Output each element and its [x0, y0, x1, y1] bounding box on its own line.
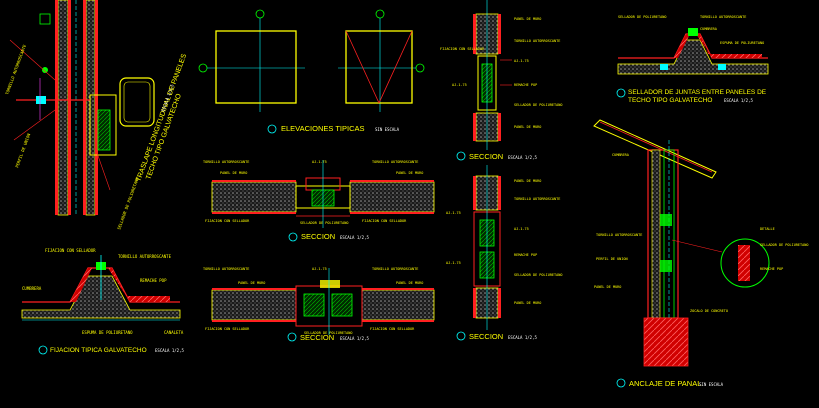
sellador-detail: SELLADOR DE POLIURETANO TORNILLO AUTORRO…	[616, 15, 769, 104]
anclaje-note-6: DETALLE	[760, 227, 775, 231]
elevaciones-detail: ELEVACIONES TIPICAS SIN ESCALA	[198, 9, 425, 134]
sellador-note-4: ESPUMA DE POLIURETANO	[720, 41, 764, 45]
anclaje-note-8: REMACHE POP	[760, 267, 783, 271]
seccion-4-note-3: AJ-1-75	[514, 227, 529, 231]
seccion-3-note-5: SELLADOR DE POLIURETANO	[514, 103, 562, 107]
anclaje-note-2: TORNILLO AUTORROSCANTE	[596, 233, 642, 237]
seccion-3-bubble	[456, 151, 466, 161]
anclaje-note-1: CUMBRERA	[612, 153, 630, 157]
seccion-1-note-5: PANEL DE MURO	[396, 171, 423, 175]
seccion-3-scale: ESCALA 1/2,5	[508, 155, 537, 160]
seccion-2-detail: TORNILLO AUTORROSCANTE AJ-1-75 TORNILLO …	[203, 267, 435, 342]
elevation-window-fixed	[215, 30, 297, 104]
seccion-1-note-8: FIJACION CON SELLADOR	[362, 219, 407, 223]
seccion-1-note-6: FIJACION CON SELLADOR	[205, 219, 250, 223]
seccion-4-note-7: AJ-1-75	[446, 211, 461, 215]
seccion-1-note-7: SELLADOR DE POLIURETANO	[300, 221, 348, 225]
elevaciones-title-bubble	[267, 124, 277, 134]
fijacion-note-3: REMACHE POP	[140, 278, 167, 283]
anclaje-note-4: PANEL DE MURO	[594, 285, 621, 289]
seccion-3-note-1: PANEL DE MURO	[514, 17, 541, 21]
seccion-4-note-1: PANEL DE MURO	[514, 179, 541, 183]
fijacion-detail: FIJACION CON SELLADOR TORNILLO AUTORROSC…	[21, 248, 184, 355]
seccion-4-scale: ESCALA 1/2,5	[508, 335, 537, 340]
seccion-2-note-1: TORNILLO AUTORROSCANTE	[203, 267, 249, 271]
fijacion-note-5: ESPUMA DE POLIURETANO	[82, 330, 133, 335]
seccion-3-detail: PANEL DE MURO TORNILLO AUTORROSCANTE AJ-…	[440, 0, 562, 161]
seccion-2-title: SECCION	[300, 333, 334, 342]
traslape-title-line1: TRASLAPE LONGITUDINAL DE PANELES	[135, 53, 188, 183]
anclaje-note-5: ZOCALO DE CONCRETO	[690, 309, 728, 313]
anclaje-scale: SIN ESCALA	[699, 382, 724, 387]
sellador-scale: ESCALA 1/2,5	[724, 98, 753, 103]
seccion-4-note-2: TORNILLO AUTORROSCANTE	[514, 197, 560, 201]
fijacion-note-6: CANALETA	[164, 330, 184, 335]
sellador-note-3: CUMBRERA	[700, 27, 718, 31]
sellador-title-line1: SELLADOR DE JUNTAS ENTRE PANELES DE	[628, 89, 767, 96]
seccion-2-note-4: PANEL DE MURO	[238, 281, 265, 285]
seccion-1-title: SECCION	[301, 232, 335, 241]
seccion-2-bubble	[287, 332, 297, 342]
seccion-4-note-6: PANEL DE MURO	[514, 301, 541, 305]
fijacion-note-2: TORNILLO AUTORROSCANTE	[118, 254, 172, 259]
seccion-3-title: SECCION	[469, 152, 503, 161]
seccion-1-scale: ESCALA 1/2,5	[340, 235, 369, 240]
fijacion-title-bubble	[38, 345, 48, 355]
seccion-4-note-4: REMACHE POP	[514, 253, 537, 257]
traslape-note-1: TORNILLO AUTORROSCANTE	[4, 43, 27, 95]
seccion-2-note-8: FIJACION CON SELLADOR	[370, 327, 415, 331]
elevation-window-opening	[345, 30, 413, 104]
seccion-4-note-8: AJ-1-75	[446, 261, 461, 265]
traslape-note-3: SELLADOR DE POLIURETANO	[116, 176, 140, 230]
seccion-1-note-1: TORNILLO AUTORROSCANTE	[203, 160, 249, 164]
fijacion-scale: ESCALA 1/2,5	[155, 348, 184, 353]
sellador-note-2: TORNILLO AUTORROSCANTE	[700, 15, 746, 19]
sellador-title-bubble	[616, 88, 626, 98]
seccion-3-note-4: REMACHE POP	[514, 83, 537, 87]
seccion-1-note-3: TORNILLO AUTORROSCANTE	[372, 160, 418, 164]
seccion-1-detail: TORNILLO AUTORROSCANTE AJ-1-75 TORNILLO …	[203, 160, 435, 242]
seccion-4-bubble	[456, 331, 466, 341]
anclaje-note-7: SELLADOR DE POLIURETANO	[760, 243, 808, 247]
sellador-title-line2: TECHO TIPO GALVATECHO	[628, 97, 712, 104]
seccion-4-detail: PANEL DE MURO TORNILLO AUTORROSCANTE AJ-…	[446, 165, 562, 341]
seccion-1-note-4: PANEL DE MURO	[220, 171, 247, 175]
anclaje-title: ANCLAJE DE PANAL	[629, 379, 701, 388]
seccion-3-note-8: AJ-1-75	[452, 83, 467, 87]
seccion-1-bubble	[288, 232, 298, 242]
fijacion-note-1: FIJACION CON SELLADOR	[45, 248, 96, 253]
seccion-4-title: SECCION	[469, 332, 503, 341]
seccion-3-note-2: TORNILLO AUTORROSCANTE	[514, 39, 560, 43]
seccion-2-scale: ESCALA 1/2,5	[340, 336, 369, 341]
seccion-2-note-6: FIJACION CON SELLADOR	[205, 327, 250, 331]
seccion-3-note-3: AJ-1-75	[514, 59, 529, 63]
seccion-3-note-7: FIJACION CON SELLADOR	[440, 47, 485, 51]
seccion-2-note-7: SELLADOR DE POLIURETANO	[304, 331, 352, 335]
anclaje-title-bubble	[616, 378, 626, 388]
seccion-1-note-2: AJ-1-75	[312, 160, 327, 164]
seccion-4-note-5: SELLADOR DE POLIURETANO	[514, 273, 562, 277]
anclaje-note-3: PERFIL DE UNION	[596, 257, 628, 261]
anclaje-detail: CUMBRERA TORNILLO AUTORROSCANTE PERFIL D…	[593, 119, 808, 388]
sellador-note-1: SELLADOR DE POLIURETANO	[618, 15, 666, 19]
traslape-detail: TORNILLO AUTORROSCANTE PERFIL DE UNION S…	[4, 0, 188, 230]
seccion-2-note-5: PANEL DE MURO	[396, 281, 423, 285]
elevaciones-scale: SIN ESCALA	[375, 127, 400, 132]
elevaciones-title: ELEVACIONES TIPICAS	[281, 124, 365, 133]
seccion-3-note-6: PANEL DE MURO	[514, 125, 541, 129]
seccion-2-note-2: AJ-1-75	[312, 267, 327, 271]
fijacion-note-4: CUMBRERA	[22, 286, 42, 291]
fijacion-title: FIJACION TIPICA GALVATECHO	[50, 347, 147, 354]
seccion-2-note-3: TORNILLO AUTORROSCANTE	[372, 267, 418, 271]
